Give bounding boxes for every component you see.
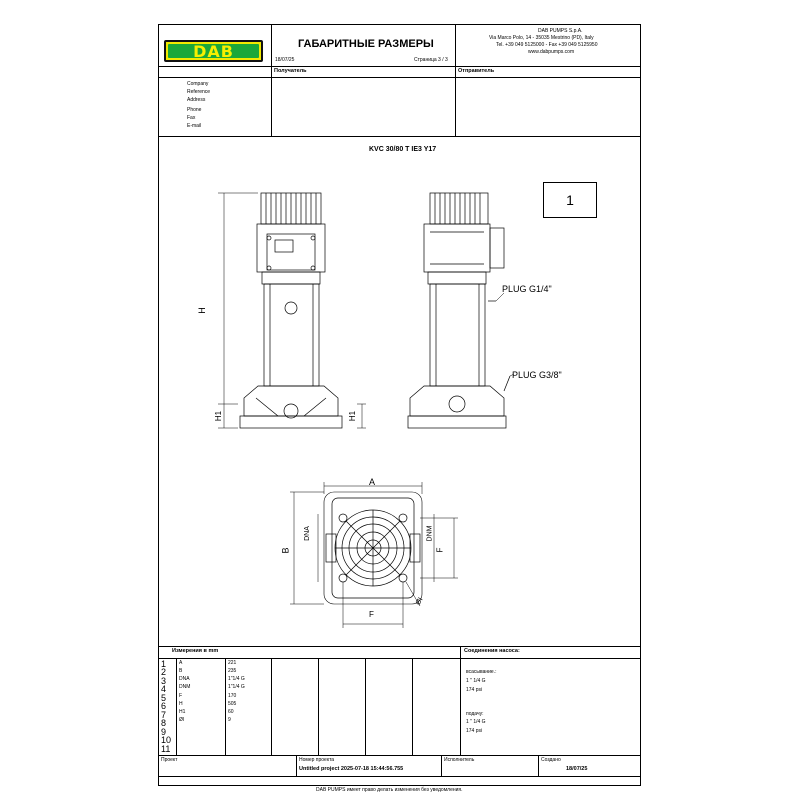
company-line: Via Marco Polo, 14 - 35035 Mestrino (PD)… bbox=[489, 35, 594, 41]
technical-drawing bbox=[218, 192, 515, 628]
row-number: 5 bbox=[161, 693, 167, 703]
dim-value: 505 bbox=[228, 701, 237, 707]
model-title: KVC 30/80 T IE3 Y17 bbox=[369, 146, 437, 153]
table-column-divider bbox=[412, 658, 413, 755]
row-number: 6 bbox=[161, 701, 167, 711]
recipient-label: Получатель bbox=[274, 68, 307, 74]
sender-label: Отправитель bbox=[458, 68, 495, 74]
table-divider bbox=[158, 776, 641, 777]
contact-field: E-mail bbox=[187, 123, 202, 129]
project-number-value: Untitled project 2025-07-18 15:44:56.755 bbox=[299, 766, 404, 772]
row-number: 11 bbox=[161, 744, 171, 754]
dab-logo: DAB bbox=[164, 40, 263, 62]
table-column-divider bbox=[225, 658, 226, 755]
dim-name: F bbox=[179, 693, 183, 699]
dim-value: 1"1/4 G bbox=[228, 676, 245, 682]
company-line: DAB PUMPS S.p.A. bbox=[538, 28, 583, 34]
row-number: 7 bbox=[161, 710, 167, 720]
contact-field: Phone bbox=[187, 107, 202, 113]
suction-label: всасывание.: bbox=[466, 669, 497, 675]
connections-header: Соединения насоса: bbox=[464, 648, 520, 654]
created-label: Создано bbox=[541, 757, 561, 763]
label-B: B bbox=[280, 547, 291, 554]
row-number: 3 bbox=[161, 676, 167, 686]
table-column-divider bbox=[365, 658, 366, 755]
dim-value: 170 bbox=[228, 693, 237, 699]
performer-label: Исполнитель bbox=[444, 757, 475, 763]
contact-field: Fax bbox=[187, 115, 196, 121]
row-number: 8 bbox=[161, 718, 167, 728]
table-divider bbox=[158, 646, 641, 647]
delivery-size: 1 " 1/4 G bbox=[466, 719, 486, 725]
dim-name: A bbox=[179, 660, 183, 666]
company-line: www.dabpumps.com bbox=[528, 49, 575, 55]
label-DNM: DNM bbox=[426, 525, 434, 542]
dim-name: B bbox=[179, 668, 183, 674]
header-divider bbox=[158, 77, 641, 78]
label-H1-left: H1 bbox=[214, 410, 224, 422]
sheet-frame bbox=[158, 24, 641, 786]
row-number: 1 bbox=[161, 659, 167, 669]
label-plug-g14: PLUG G1/4" bbox=[502, 284, 552, 294]
footer-divider bbox=[296, 755, 297, 776]
row-number: 10 bbox=[161, 735, 172, 745]
pump-side-view bbox=[407, 192, 511, 429]
dim-value: 1"1/4 G bbox=[228, 684, 245, 690]
table-column-divider bbox=[460, 646, 461, 755]
project-number-label: Номер проекта bbox=[299, 757, 335, 763]
page-title: ГАБАРИТНЫЕ РАЗМЕРЫ bbox=[298, 38, 434, 50]
dim-value: 60 bbox=[228, 709, 234, 715]
footer-divider bbox=[441, 755, 442, 776]
created-value: 18/07/25 bbox=[566, 766, 588, 772]
dim-value: 9 bbox=[228, 717, 231, 723]
row-number: 9 bbox=[161, 727, 167, 737]
view-number-box: 1 bbox=[543, 182, 597, 218]
table-divider bbox=[158, 755, 641, 756]
dim-name: DNM bbox=[179, 684, 191, 690]
label-plug-g38: PLUG G3/8" bbox=[512, 370, 562, 380]
row-number: 2 bbox=[161, 667, 167, 677]
table-column-divider bbox=[271, 658, 272, 755]
row-number: 4 bbox=[161, 684, 167, 694]
table-column-divider bbox=[176, 658, 177, 755]
logo-text: DAB bbox=[168, 44, 259, 60]
dim-value: 235 bbox=[228, 668, 237, 674]
label-H: H bbox=[196, 307, 207, 314]
contact-field: Company bbox=[187, 81, 209, 87]
page-number: Страница 3 / 3 bbox=[414, 57, 448, 63]
label-F-side: F bbox=[435, 547, 445, 553]
dim-name: H bbox=[179, 701, 183, 707]
header-divider bbox=[158, 66, 641, 67]
header-column-divider bbox=[455, 24, 456, 136]
header-date: 18/07/25 bbox=[275, 57, 295, 63]
label-A: A bbox=[369, 477, 376, 487]
delivery-pressure: 174 psi bbox=[466, 728, 483, 734]
company-line: Tel. +39 049 5125000 - Fax +39 049 51259… bbox=[496, 42, 598, 48]
dim-value: 221 bbox=[228, 660, 237, 666]
label-DNA: DNA bbox=[303, 526, 311, 541]
table-divider bbox=[158, 658, 641, 659]
disclaimer: DAB PUMPS имеет право делать изменения б… bbox=[316, 787, 463, 793]
label-F-bottom: F bbox=[369, 610, 374, 619]
pump-front-view bbox=[239, 192, 343, 429]
delivery-label: подачу: bbox=[466, 711, 484, 717]
suction-pressure: 174 psi bbox=[466, 687, 483, 693]
pump-bottom-view bbox=[323, 491, 423, 605]
header-divider bbox=[158, 136, 641, 137]
dim-name: DNA bbox=[179, 676, 190, 682]
project-label: Проект bbox=[161, 757, 178, 763]
dim-name: ØI bbox=[179, 717, 185, 723]
label-H1-right: H1 bbox=[348, 410, 358, 422]
dim-name: H1 bbox=[179, 709, 186, 715]
contact-field: Reference bbox=[187, 89, 211, 95]
contact-field: Address bbox=[187, 97, 206, 103]
table-column-divider bbox=[318, 658, 319, 755]
dimensions-header: Измерения в mm bbox=[172, 648, 219, 654]
footer-divider bbox=[538, 755, 539, 776]
header-column-divider bbox=[271, 24, 272, 136]
suction-size: 1 " 1/4 G bbox=[466, 678, 486, 684]
